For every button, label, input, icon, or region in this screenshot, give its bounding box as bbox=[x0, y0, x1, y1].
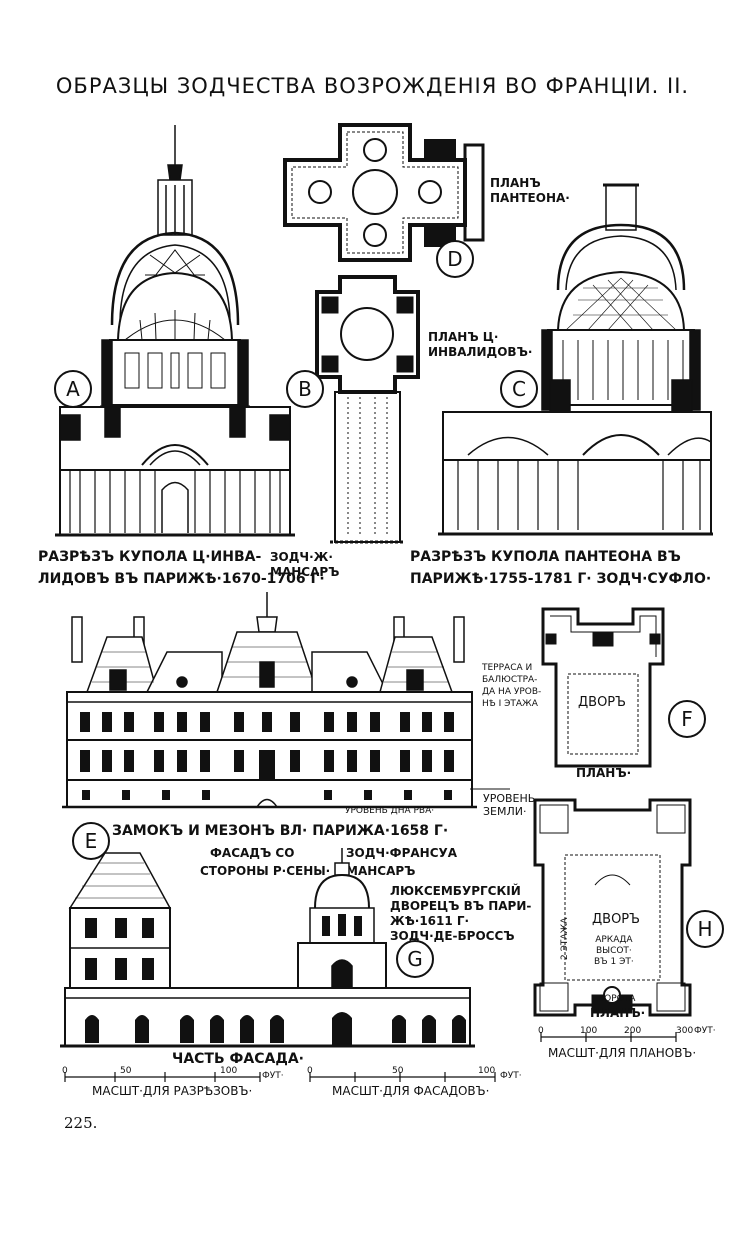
plans-scale-label: МАСШТ·ДЛЯ ПЛАНОВЪ· bbox=[548, 1046, 697, 1060]
facades-scale-tick-100: 100 bbox=[478, 1066, 496, 1076]
maisons-caption-line1: ЗАМОКЪ И МЕЗОНЪ ВЛ· ПАРИЖА·1658 Г· bbox=[112, 823, 449, 839]
invalides-plan-drawing bbox=[315, 275, 420, 544]
invalides-section-caption-line1: РАЗРѢЗЪ КУПОЛА Ц·ИНВА- bbox=[38, 549, 262, 565]
facades-scale-unit: ФУТ· bbox=[500, 1071, 522, 1081]
figure-letter-a: A bbox=[54, 370, 92, 408]
sections-scale-label: МАСШТ·ДЛЯ РАЗРѢЗОВЪ· bbox=[92, 1084, 253, 1098]
pantheon-section-caption-line1: РАЗРѢЗЪ КУПОЛА ПАНТЕОНА ВЪ bbox=[410, 549, 681, 565]
terrace-note: ТЕРРАСА И БАЛЮСТРА- ДА НА УРОВ- НѢ I ЭТА… bbox=[482, 663, 542, 709]
page-title: ОБРАЗЦЫ ЗОДЧЕСТВА ВОЗРОЖДЕНІЯ ВО ФРАНЦІИ… bbox=[55, 74, 690, 98]
maisons-plan-drawing bbox=[541, 607, 665, 768]
sections-scale-tick-0: 0 bbox=[62, 1066, 68, 1076]
luxembourg-plan-court-label: ДВОРЪ bbox=[592, 912, 640, 927]
facades-scale-label: МАСШТ·ДЛЯ ФАСАДОВЪ· bbox=[332, 1084, 490, 1098]
luxembourg-facade-drawing bbox=[60, 848, 475, 1048]
invalides-dome-section-drawing bbox=[55, 125, 295, 537]
luxembourg-label: ЛЮКСЕМБУРГСКІЙ ДВОРЕЦЪ ВЪ ПАРИ- ЖѢ·1611 … bbox=[390, 884, 532, 943]
sections-scale-tick-50: 50 bbox=[120, 1066, 132, 1076]
facades-scale-bar bbox=[309, 1072, 496, 1082]
maisons-caption-line3: СТОРОНЫ Р·СЕНЫ· bbox=[200, 864, 331, 878]
facades-scale-tick-0: 0 bbox=[307, 1066, 313, 1076]
figure-letter-e: E bbox=[72, 822, 110, 860]
plans-scale-tick-100: 100 bbox=[580, 1026, 598, 1036]
invalides-section-caption-line2: ЛИДОВЪ ВЪ ПАРИЖѢ·1670-1706 Г· bbox=[38, 571, 325, 587]
ground-level-label: УРОВЕНЬ ЗЕМЛИ· bbox=[483, 792, 536, 818]
maisons-architect: ЗОДЧ·ФРАНСУА МАНСАРЪ bbox=[346, 846, 458, 878]
figure-letter-h: H bbox=[686, 910, 724, 948]
pantheon-dome-section-drawing bbox=[438, 183, 713, 536]
plans-scale-unit: ФУТ· bbox=[694, 1026, 716, 1036]
gate-label: ВОРОТА bbox=[598, 994, 636, 1004]
maisons-caption-line2: ФАСАДЪ СО bbox=[210, 846, 295, 860]
plans-scale-tick-0: 0 bbox=[538, 1026, 544, 1036]
figure-letter-f: F bbox=[668, 700, 706, 738]
ground-level-pointer bbox=[470, 788, 510, 790]
figure-letter-b: B bbox=[286, 370, 324, 408]
plans-scale-tick-300: 300 bbox=[676, 1026, 694, 1036]
facades-scale-tick-50: 50 bbox=[392, 1066, 404, 1076]
luxembourg-plan-label: ПЛАНЪ· bbox=[590, 1006, 646, 1020]
plans-scale-tick-200: 200 bbox=[624, 1026, 642, 1036]
sections-scale-tick-100: 100 bbox=[220, 1066, 238, 1076]
two-floors-note: 2 ЭТАЖА bbox=[560, 917, 570, 960]
figure-letter-g: G bbox=[396, 940, 434, 978]
sections-scale-unit: ФУТ· bbox=[262, 1071, 284, 1081]
maisons-plan-court-label: ДВОРЪ bbox=[578, 695, 626, 710]
maisons-chateau-facade-drawing bbox=[62, 592, 477, 809]
page-number: 225. bbox=[64, 1114, 98, 1132]
invalides-plan-label: ПЛАНЪ Ц· ИНВАЛИДОВЪ· bbox=[428, 330, 533, 359]
figure-letter-c: C bbox=[500, 370, 538, 408]
luxembourg-plan-drawing bbox=[533, 798, 692, 1017]
invalides-architect: ЗОДЧ·Ж· МАНСАРЪ bbox=[270, 550, 340, 579]
luxembourg-facade-caption: ЧАСТЬ ФАСАДА· bbox=[172, 1051, 304, 1067]
arcade-note: АРКАДА ВЫСОТ· ВЪ 1 ЭТ· bbox=[594, 935, 634, 967]
pantheon-plan-label: ПЛАНЪ ПАНТЕОНА· bbox=[490, 176, 570, 205]
maisons-plan-label: ПЛАНЪ· bbox=[576, 766, 632, 780]
sections-scale-bar bbox=[64, 1072, 261, 1082]
plans-scale-bar bbox=[540, 1032, 677, 1042]
ditch-floor-level-label: УРОВЕНЬ ДНА РВА· bbox=[345, 806, 435, 816]
figure-letter-d: D bbox=[436, 240, 474, 278]
pantheon-section-caption-line2: ПАРИЖѢ·1755-1781 Г· ЗОДЧ·СУФЛО· bbox=[410, 571, 712, 587]
